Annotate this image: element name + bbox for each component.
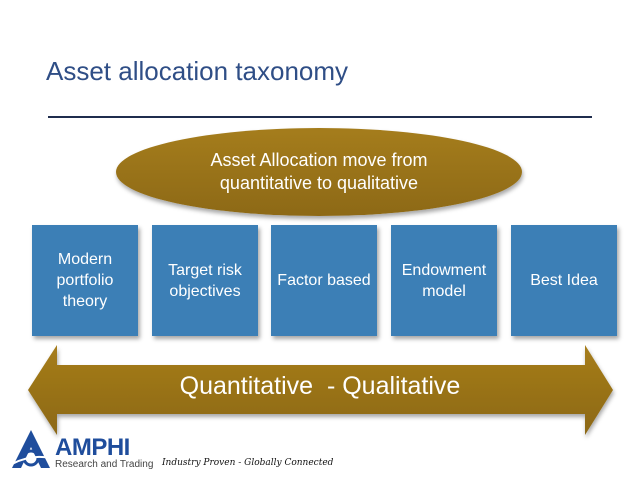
box-endowment-model: Endowment model — [391, 225, 497, 336]
slide-title: Asset allocation taxonomy — [46, 56, 349, 86]
box-label: Endowment model — [401, 261, 487, 300]
arrow-label: Quantitative - Qualitative — [179, 372, 461, 400]
ellipse-line-2: quantitative to qualitative — [219, 173, 419, 193]
box-label: Best Idea — [530, 272, 598, 289]
box-modern-portfolio-theory: Modern portfolio theory — [32, 225, 138, 336]
box-label: Factor based — [277, 272, 371, 289]
box-label: Modern portfolio theory — [56, 251, 114, 310]
title-divider — [48, 116, 592, 118]
logo-subtitle: Research and Trading — [55, 459, 154, 470]
box-label: Target risk objectives — [168, 261, 242, 300]
logo-name: AMPHI — [55, 434, 130, 461]
box-best-idea: Best Idea — [511, 225, 617, 336]
tagline: Industry Proven - Globally Connected — [162, 458, 334, 468]
ellipse-line-1: Asset Allocation move from — [210, 150, 428, 170]
amphi-logo-icon — [11, 430, 51, 468]
summary-ellipse: Asset Allocation move from quantitative … — [116, 128, 522, 216]
box-factor-based: Factor based — [271, 225, 377, 336]
box-target-risk-objectives: Target risk objectives — [152, 225, 258, 336]
